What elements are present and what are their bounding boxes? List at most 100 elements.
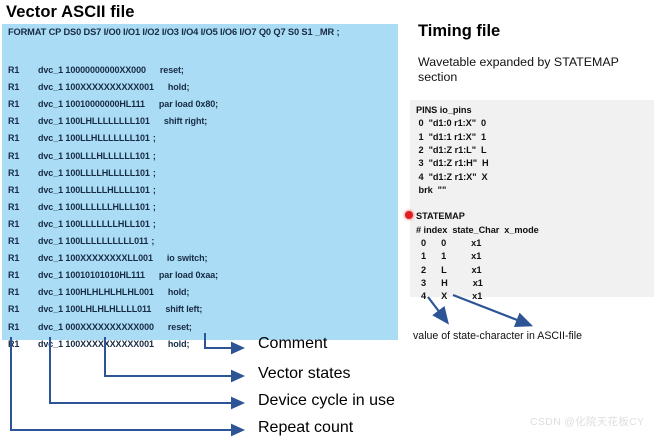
vector-repeat-count: R1 bbox=[8, 82, 20, 93]
vector-comment: shift left; bbox=[165, 304, 203, 315]
vector-device-cycle: dvc_1 bbox=[38, 321, 66, 332]
vector-states: 100HLHLHLHLHL001 bbox=[65, 287, 154, 298]
vector-repeat-count: R1 bbox=[8, 167, 20, 178]
vector-states: 100LLLLHLLLLL101 bbox=[65, 167, 150, 178]
vector-device-cycle: dvc_1 bbox=[38, 338, 66, 349]
statemap-header: STATEMAP bbox=[416, 211, 465, 222]
vector-states: 100XXXXXXXXLL001 bbox=[65, 253, 153, 264]
vector-comment: io switch; bbox=[166, 253, 208, 264]
vector-line: R1 dvc_1 100XXXXXXXXXX001 hold; bbox=[8, 82, 189, 92]
pins-brk: brk "" bbox=[416, 184, 447, 195]
timing-file-code-box: PINS io_pins 0 "d1:0 r1:X" 0 1 "d1:1 r1:… bbox=[410, 100, 654, 301]
vector-comment: ; bbox=[152, 133, 156, 144]
vector-comment: ; bbox=[152, 184, 156, 195]
timing-subtitle: Wavetable expanded by STATEMAP section bbox=[418, 55, 619, 84]
vector-comment: par load 0xaa; bbox=[158, 270, 219, 281]
vector-repeat-count: R1 bbox=[8, 133, 20, 144]
vector-line: R1 dvc_1 100LLLLLHLLLL101; bbox=[8, 185, 156, 195]
statemap-row: 1 1 x1 bbox=[416, 251, 482, 262]
vector-line: R1 dvc_1 000XXXXXXXXXX000 reset; bbox=[8, 322, 192, 332]
vector-device-cycle: dvc_1 bbox=[38, 167, 66, 178]
vector-states: 100LLHLLLLLLL101 bbox=[65, 133, 150, 144]
vector-comment: hold; bbox=[167, 338, 190, 349]
vector-device-cycle: dvc_1 bbox=[38, 304, 66, 315]
pins-row: 3 "d1:Z r1:H" H bbox=[416, 158, 489, 169]
vector-repeat-count: R1 bbox=[8, 218, 20, 229]
vector-device-cycle: dvc_1 bbox=[38, 253, 66, 264]
vector-repeat-count: R1 bbox=[8, 201, 20, 212]
vector-line: R1 dvc_1 10000000000XX000 reset; bbox=[8, 65, 184, 75]
vector-states: 100LLLLLLHLLL101 bbox=[65, 201, 150, 212]
vector-states: 100LLLHLLLLLL101 bbox=[65, 150, 150, 161]
vector-device-cycle: dvc_1 bbox=[38, 65, 66, 75]
vector-states: 100XXXXXXXXXX001 bbox=[65, 82, 154, 93]
vector-comment: shift right; bbox=[163, 116, 208, 127]
statemap-note-label: value of state-character in ASCII-file bbox=[413, 330, 582, 342]
vector-comment: hold; bbox=[167, 82, 190, 93]
vector-states: 100LLLLLHLLLL101 bbox=[65, 184, 150, 195]
vector-states: 100LLLLLLLHLL101 bbox=[65, 218, 150, 229]
callout-label-device-cycle: Device cycle in use bbox=[258, 392, 395, 409]
vector-repeat-count: R1 bbox=[8, 116, 20, 127]
vector-line: R1 dvc_1 100LLLLLLHLLL101; bbox=[8, 202, 156, 212]
vector-comment: par load 0x80; bbox=[158, 99, 219, 110]
statemap-columns: # index state_Char x_mode bbox=[416, 224, 539, 235]
vector-device-cycle: dvc_1 bbox=[38, 218, 66, 229]
vector-repeat-count: R1 bbox=[8, 321, 20, 332]
callout-label-vector-states: Vector states bbox=[258, 365, 351, 382]
vector-repeat-count: R1 bbox=[8, 65, 20, 75]
vector-states: 000XXXXXXXXXX000 bbox=[65, 321, 154, 332]
vector-device-cycle: dvc_1 bbox=[38, 82, 66, 93]
vector-ascii-panel: FORMAT CP DS0 DS7 I/O0 I/O1 I/O2 I/O3 I/… bbox=[2, 24, 398, 349]
pins-row: 4 "d1:Z r1:X" X bbox=[416, 171, 488, 182]
vector-line: R1 dvc_1 100LLHLLLLLLL101; bbox=[8, 133, 156, 143]
vector-comment: ; bbox=[152, 150, 156, 161]
pins-row: 2 "d1:Z r1:L" L bbox=[416, 144, 487, 155]
vector-line: R1 dvc_1 100LLLHLLLLLL101; bbox=[8, 151, 156, 161]
pins-row: 0 "d1:0 r1:X" 0 bbox=[416, 118, 487, 129]
vector-states: 100LLLLLLLLLL011 bbox=[65, 236, 149, 246]
callout-label-comment: Comment bbox=[258, 335, 328, 352]
vector-device-cycle: dvc_1 bbox=[38, 116, 66, 127]
pins-header: PINS io_pins bbox=[416, 105, 472, 115]
statemap-row: 2 L x1 bbox=[416, 264, 482, 275]
format-line: FORMAT CP DS0 DS7 I/O0 I/O1 I/O2 I/O3 I/… bbox=[8, 27, 340, 37]
vector-repeat-count: R1 bbox=[8, 287, 20, 298]
vector-line: R1 dvc_1 100LHLLLLLLLL101 shift right; bbox=[8, 116, 207, 126]
vector-comment: ; bbox=[152, 218, 156, 229]
vector-comment: ; bbox=[152, 167, 156, 178]
page-title-vector-ascii: Vector ASCII file bbox=[6, 3, 135, 21]
vector-comment: ; bbox=[152, 201, 156, 212]
vector-line: R1 dvc_1 100LLLLLLLHLL101; bbox=[8, 219, 156, 229]
vector-repeat-count: R1 bbox=[8, 184, 20, 195]
vector-comment: ; bbox=[151, 236, 155, 246]
statemap-row: 0 0 x1 bbox=[416, 238, 482, 248]
vector-device-cycle: dvc_1 bbox=[38, 150, 66, 161]
vector-line: R1 dvc_1 100HLHLHLHLHL001 hold; bbox=[8, 287, 189, 297]
vector-comment: hold; bbox=[167, 287, 190, 298]
vector-comment: reset; bbox=[159, 65, 184, 75]
page-title-timing-file: Timing file bbox=[418, 22, 501, 40]
vector-device-cycle: dvc_1 bbox=[38, 287, 66, 298]
vector-repeat-count: R1 bbox=[8, 304, 20, 315]
vector-device-cycle: dvc_1 bbox=[38, 201, 66, 212]
vector-states: 100LHLLLLLLLL101 bbox=[65, 116, 150, 127]
vector-repeat-count: R1 bbox=[8, 150, 20, 161]
vector-repeat-count: R1 bbox=[8, 99, 20, 110]
vector-device-cycle: dvc_1 bbox=[38, 184, 66, 195]
vector-states: 10010101010HL111 bbox=[65, 270, 145, 281]
vector-device-cycle: dvc_1 bbox=[38, 99, 66, 110]
vector-device-cycle: dvc_1 bbox=[38, 236, 66, 246]
vector-comment: reset; bbox=[167, 321, 192, 332]
vector-states: 100XXXXXXXXXX001 bbox=[65, 338, 154, 349]
vector-states: 10000000000XX000 bbox=[65, 65, 146, 75]
vector-device-cycle: dvc_1 bbox=[38, 133, 66, 144]
pins-row: 1 "d1:1 r1:X" 1 bbox=[416, 131, 487, 142]
statemap-row: 3 H x1 bbox=[416, 277, 483, 288]
statemap-marker-icon bbox=[405, 211, 413, 219]
